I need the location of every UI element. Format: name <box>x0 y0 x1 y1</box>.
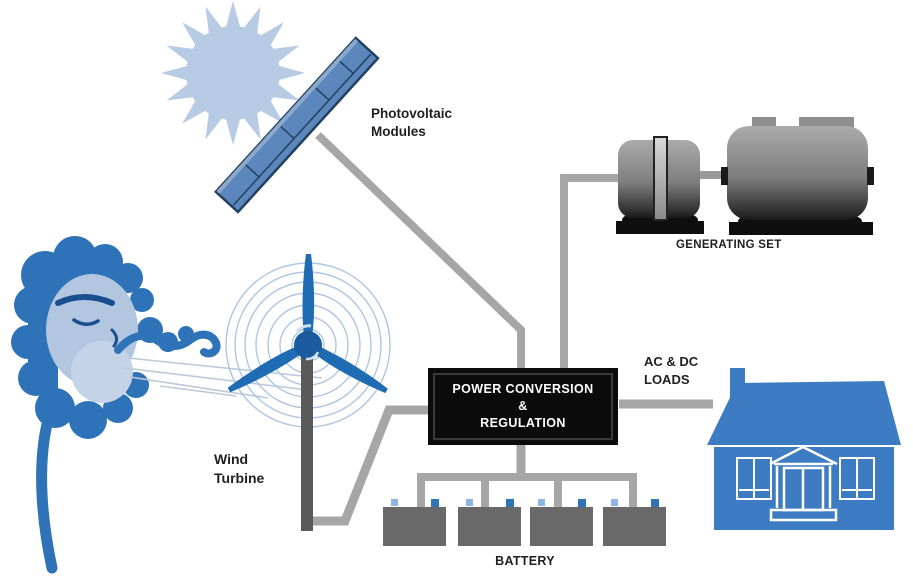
sun-icon <box>161 1 305 145</box>
house-icon <box>707 366 901 530</box>
power-conversion-box <box>428 368 618 445</box>
battery-cell-4 <box>603 499 666 546</box>
power-box-line2: & <box>518 399 528 413</box>
wire-turbine-to-box <box>306 405 428 526</box>
wire-pv-to-box <box>315 132 525 369</box>
power-box-line3: REGULATION <box>480 416 566 430</box>
turbine-pole <box>301 345 313 531</box>
power-box-line1: POWER CONVERSION <box>452 382 594 396</box>
battery-cell-3 <box>530 499 593 546</box>
battery-icon <box>383 499 666 546</box>
wires <box>306 132 713 526</box>
ac-dc-loads-label: AC & DC LOADS <box>644 353 698 389</box>
wind-turbine-icon <box>225 254 391 531</box>
wind-label-line2: Turbine <box>214 470 265 486</box>
loads-label-line2: LOADS <box>644 372 690 387</box>
wind-label-line1: Wind <box>214 451 249 467</box>
solar-panel-icon <box>214 36 380 214</box>
photovoltaic-modules-label: Photovoltaic Modules <box>371 105 452 141</box>
loads-label-line1: AC & DC <box>644 354 699 369</box>
battery-label: BATTERY <box>495 554 555 568</box>
battery-cell-2 <box>458 499 521 546</box>
wire-generator-to-box <box>560 174 618 369</box>
wind-turbine-label: Wind Turbine <box>214 450 264 488</box>
generator-icon <box>616 117 874 235</box>
battery-cell-1 <box>383 499 446 546</box>
wind-face-icon <box>11 236 323 574</box>
power-conversion-label: POWER CONVERSION & REGULATION <box>428 368 618 445</box>
photovoltaic-label-line1: Photovoltaic <box>371 106 453 121</box>
photovoltaic-label-line2: Modules <box>371 124 426 139</box>
generating-set-label: GENERATING SET <box>676 239 782 251</box>
